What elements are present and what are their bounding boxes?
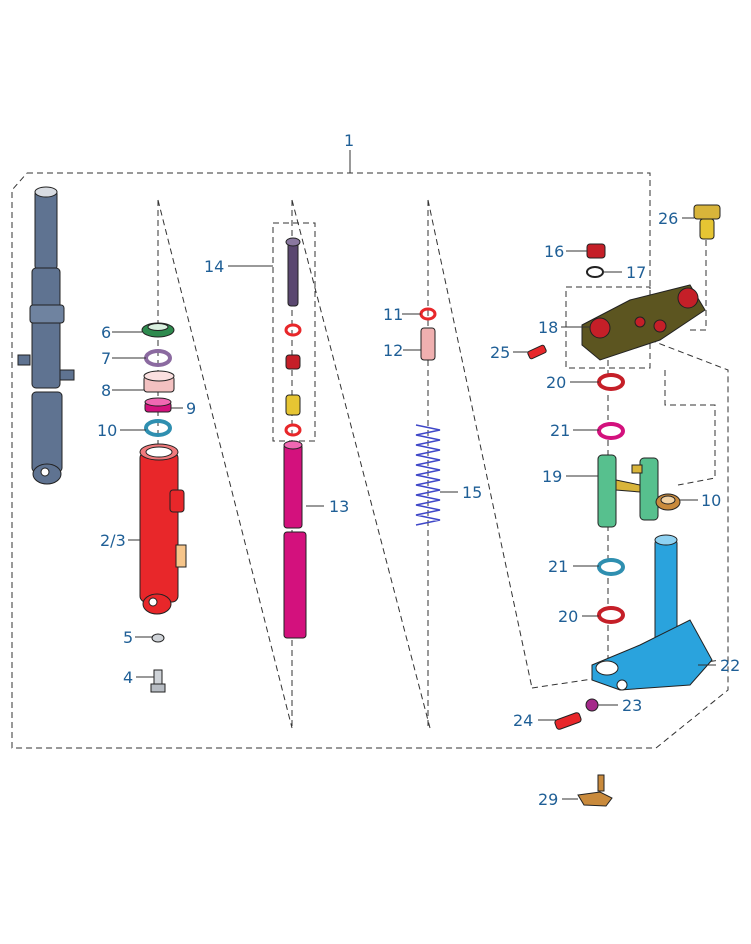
oring-17-part <box>586 266 604 278</box>
ring-21-lower-part <box>597 558 625 576</box>
spring-part <box>415 424 441 526</box>
cap-14d-part <box>285 394 301 416</box>
callout-21-upper: 21 <box>550 421 570 440</box>
assembly-line-d <box>291 199 431 729</box>
bolt-24-part <box>554 712 582 730</box>
clamp-29-part <box>577 774 613 807</box>
callout-15: 15 <box>462 483 482 502</box>
callout-17: 17 <box>626 263 646 282</box>
collar-12-part <box>420 327 436 361</box>
ring-20-lower-part <box>597 606 625 624</box>
callout-29: 29 <box>538 790 558 809</box>
ring-14e-part <box>284 423 302 437</box>
ring-21-upper-part <box>597 422 625 440</box>
callout-8: 8 <box>101 381 111 400</box>
callout-20-lower: 20 <box>558 607 578 626</box>
bolt-25-part <box>527 344 547 360</box>
callout-25: 25 <box>490 343 510 362</box>
assembly-line-f <box>427 199 533 689</box>
assembly-line-b <box>157 199 293 729</box>
damper-rod-part <box>285 237 301 307</box>
washer-10-right-part <box>655 493 681 511</box>
callout-5: 5 <box>123 628 133 647</box>
nut-23-part <box>585 698 599 712</box>
callout-11: 11 <box>383 305 403 324</box>
inner-tube-part <box>283 440 307 639</box>
bolt-4-part <box>150 669 166 693</box>
ring-14b-part <box>284 323 302 337</box>
callout-1: 1 <box>344 131 354 150</box>
callout-21-lower: 21 <box>548 557 568 576</box>
callout-19: 19 <box>542 467 562 486</box>
assembly-line-j <box>664 370 716 486</box>
bushing-9-part <box>144 397 172 413</box>
callout-18: 18 <box>538 318 558 337</box>
washer-10-left-part <box>144 419 172 437</box>
callout-6: 6 <box>101 323 111 342</box>
callout-13: 13 <box>329 497 349 516</box>
piston-14c-part <box>285 354 301 370</box>
top-bridge-part <box>581 284 706 361</box>
callout-10-right: 10 <box>701 491 721 510</box>
callout-2-3: 2/3 <box>100 531 126 550</box>
assembly-boundary <box>11 172 729 749</box>
callout-26: 26 <box>658 209 678 228</box>
assembly-line-h <box>565 286 651 369</box>
callout-23: 23 <box>622 696 642 715</box>
callout-16: 16 <box>544 242 564 261</box>
steering-stem-part <box>591 534 713 691</box>
washer-5-part <box>151 633 165 643</box>
callout-7: 7 <box>101 349 111 368</box>
callout-14: 14 <box>204 257 224 276</box>
bushing-16-part <box>586 243 606 259</box>
callout-20-upper: 20 <box>546 373 566 392</box>
callout-4: 4 <box>123 668 133 687</box>
outer-tube-part <box>17 186 75 485</box>
callout-9: 9 <box>186 399 196 418</box>
slider-part <box>139 443 187 615</box>
oil-seal-part <box>141 322 175 338</box>
bushing-8-part <box>143 370 175 393</box>
ring-20-upper-part <box>597 373 625 391</box>
callout-12: 12 <box>383 341 403 360</box>
callout-24: 24 <box>513 711 533 730</box>
callout-10-left: 10 <box>97 421 117 440</box>
callout-22: 22 <box>720 656 740 675</box>
nut-26-part <box>693 204 721 240</box>
handlebar-holder-part <box>597 454 659 528</box>
assembly-line-i <box>690 240 707 331</box>
